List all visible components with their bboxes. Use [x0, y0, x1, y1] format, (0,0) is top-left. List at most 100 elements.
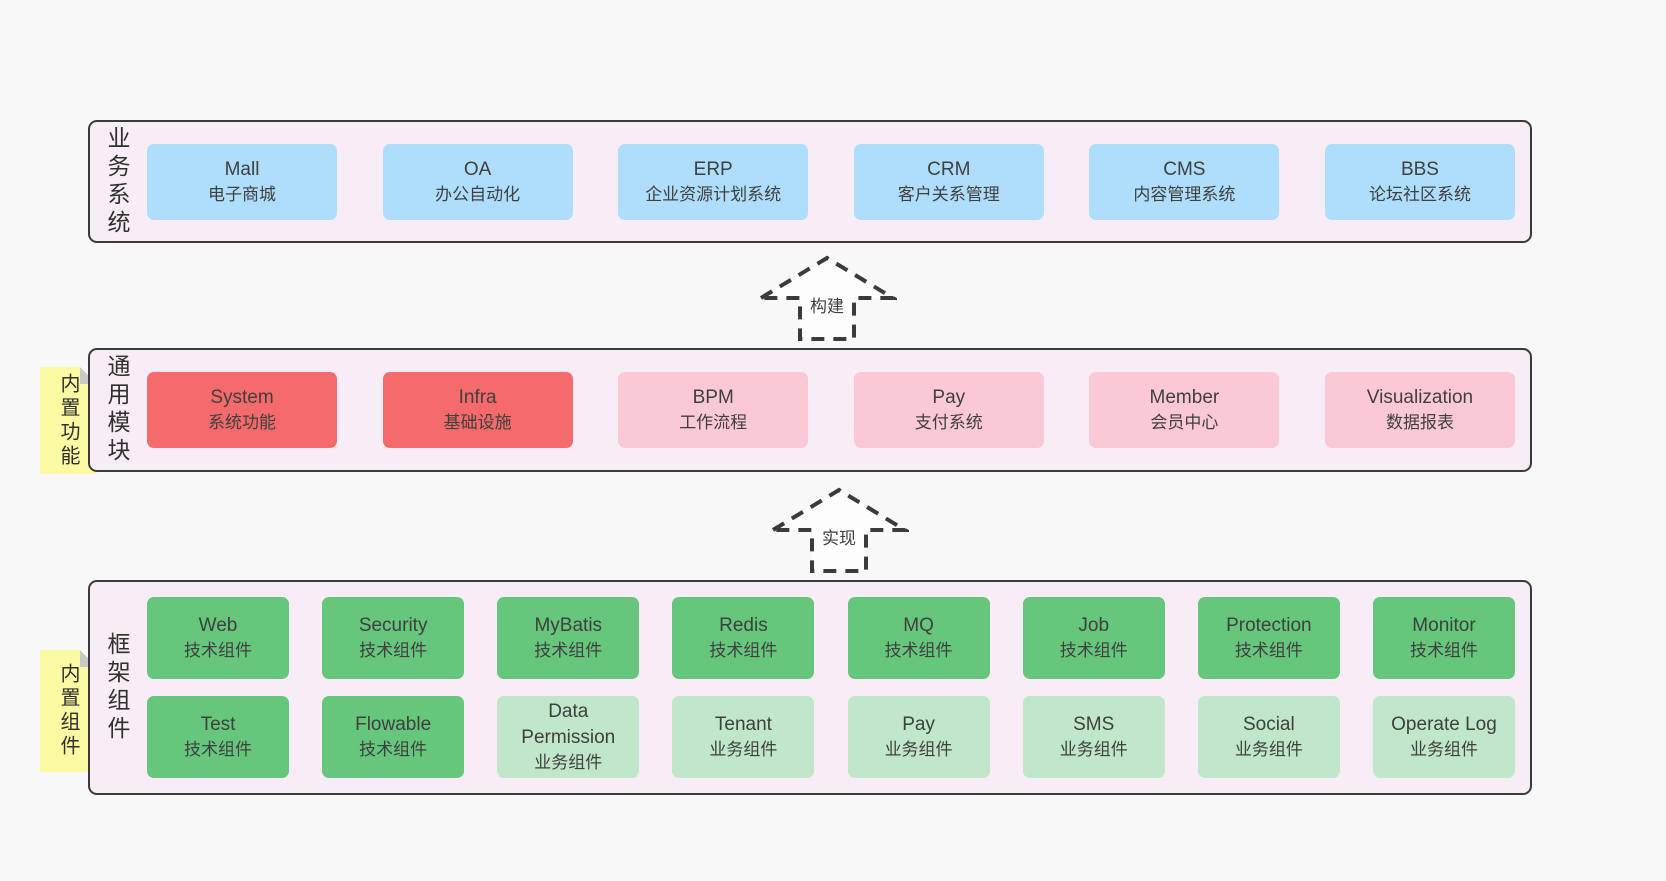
box-name-text: Data Permission — [521, 701, 616, 748]
box-desc-text: 业务组件 — [1059, 740, 1128, 759]
box-desc-text: 技术组件 — [184, 740, 252, 759]
box-desc-text: 技术组件 — [359, 740, 428, 759]
box-desc-text: 业务组件 — [534, 753, 603, 772]
box-cms: CMS 内容管理系统 — [1089, 143, 1280, 220]
box-infra: Infra 基础设施 — [382, 372, 573, 448]
box-desc-text: 业务组件 — [1234, 740, 1303, 759]
box-oa: OA 办公自动化 — [382, 143, 573, 220]
box-desc-text: 技术组件 — [884, 641, 953, 660]
section-common-modules: 通用模块 System 系统功能 Infra 基础设施 BPM 工作流程 Pay… — [88, 348, 1532, 472]
box-social: Social 业务组件 — [1197, 696, 1340, 778]
box-redis: Redis 技术组件 — [672, 597, 815, 679]
sticky-note-builtin-features: 内置功能 — [40, 367, 97, 474]
box-desc-text: 技术组件 — [1409, 641, 1478, 660]
box-name-text: Operate Log — [1391, 714, 1497, 735]
box-name-text: CMS — [1163, 158, 1206, 180]
box-name-text: Test — [200, 714, 236, 735]
box-pay-component: Pay 业务组件 — [847, 696, 990, 778]
box-name-text: Redis — [719, 615, 768, 636]
box-job: Job 技术组件 — [1022, 597, 1165, 679]
box-member: Member 会员中心 — [1089, 372, 1280, 448]
box-mall: Mall 电子商城 — [147, 143, 337, 220]
box-desc-text: 系统功能 — [208, 413, 276, 432]
box-desc-text: 业务组件 — [709, 740, 778, 759]
section-label-common-modules: 通用模块 — [104, 354, 130, 466]
box-name-text: Protection — [1226, 615, 1312, 636]
box-name-text: BPM — [692, 387, 734, 408]
box-desc-text: 技术组件 — [359, 641, 428, 660]
box-monitor: Monitor 技术组件 — [1372, 597, 1515, 679]
box-bpm: BPM 工作流程 — [618, 372, 809, 448]
box-visualization: Visualization 数据报表 — [1324, 372, 1515, 448]
box-test: Test 技术组件 — [147, 696, 289, 778]
box-name-text: Flowable — [355, 714, 432, 735]
box-mybatis: MyBatis 技术组件 — [497, 597, 640, 679]
box-desc-text: 支付系统 — [914, 413, 983, 432]
box-desc-text: 办公自动化 — [435, 184, 521, 204]
box-desc-text: 内容管理系统 — [1133, 184, 1236, 204]
box-desc-text: 技术组件 — [184, 641, 252, 660]
box-system: System 系统功能 — [147, 372, 337, 448]
box-name-text: Mall — [224, 158, 260, 180]
box-desc-text: 工作流程 — [679, 413, 748, 432]
box-desc-text: 技术组件 — [534, 641, 603, 660]
box-name-text: SMS — [1073, 714, 1115, 735]
box-name-text: Monitor — [1412, 615, 1476, 636]
box-desc-text: 技术组件 — [1059, 641, 1128, 660]
box-desc-text: 业务组件 — [1409, 740, 1478, 759]
box-tenant: Tenant 业务组件 — [672, 696, 815, 778]
box-data-permission: Data Permission 业务组件 — [497, 696, 640, 778]
box-name-text: CRM — [927, 158, 971, 180]
implement-arrow-label: 实现 — [819, 527, 859, 550]
box-name-text: OA — [463, 158, 492, 180]
box-name-text: Security — [358, 615, 428, 636]
common-modules-row: System 系统功能 Infra 基础设施 BPM 工作流程 Pay 支付系统… — [147, 350, 1515, 470]
business-systems-row: Mall 电子商城 OA 办公自动化 ERP 企业资源计划系统 CRM 客户关系… — [147, 122, 1515, 241]
box-name-text: Pay — [932, 387, 966, 408]
implement-arrow: 实现 — [769, 486, 909, 576]
box-name-text: ERP — [693, 158, 733, 180]
box-bbs: BBS 论坛社区系统 — [1324, 143, 1515, 220]
box-sms: SMS 业务组件 — [1022, 696, 1165, 778]
box-pay-system: Pay 支付系统 — [853, 372, 1044, 448]
box-operate-log: Operate Log 业务组件 — [1372, 696, 1515, 778]
box-name-text: MyBatis — [534, 615, 603, 636]
box-name-text: Job — [1078, 615, 1110, 636]
box-desc-text: 基础设施 — [443, 413, 512, 432]
box-web: Web 技术组件 — [147, 597, 289, 679]
box-desc-text: 会员中心 — [1150, 413, 1219, 432]
box-desc-text: 客户关系管理 — [897, 184, 1000, 204]
box-name-text: MQ — [903, 615, 934, 636]
box-name-text: BBS — [1400, 158, 1439, 180]
build-arrow: 构建 — [757, 254, 897, 344]
box-name-text: Tenant — [714, 714, 772, 735]
sticky-note-builtin-components: 内置组件 — [40, 650, 97, 772]
framework-row-1: Web 技术组件 Security 技术组件 MyBatis 技术组件 Redi… — [147, 597, 1515, 679]
box-desc-text: 论坛社区系统 — [1368, 184, 1471, 204]
box-desc-text: 企业资源计划系统 — [645, 184, 782, 204]
box-desc-text: 业务组件 — [884, 740, 953, 759]
box-name-text: Web — [198, 615, 238, 636]
build-arrow-label: 构建 — [807, 295, 847, 318]
box-erp: ERP 企业资源计划系统 — [618, 143, 809, 220]
box-desc-text: 电子商城 — [208, 184, 276, 204]
box-name-text: System — [210, 387, 274, 408]
framework-components-rows: Web 技术组件 Security 技术组件 MyBatis 技术组件 Redi… — [147, 582, 1515, 793]
box-name-text: Visualization — [1366, 387, 1474, 408]
box-name-text: Pay — [902, 714, 935, 735]
box-name-text: Member — [1149, 387, 1220, 408]
box-desc-text: 技术组件 — [709, 641, 778, 660]
section-framework-components: 框架组件 Web 技术组件 Security 技术组件 MyBatis 技术组件… — [88, 580, 1532, 795]
section-business-systems: 业务系统 Mall 电子商城 OA 办公自动化 ERP 企业资源计划系统 CRM… — [88, 120, 1532, 243]
box-flowable: Flowable 技术组件 — [322, 696, 465, 778]
box-desc-text: 技术组件 — [1234, 641, 1303, 660]
box-name-text: Infra — [458, 387, 497, 408]
box-security: Security 技术组件 — [322, 597, 465, 679]
box-crm: CRM 客户关系管理 — [853, 143, 1044, 220]
box-desc-text: 数据报表 — [1385, 413, 1454, 432]
box-protection: Protection 技术组件 — [1197, 597, 1340, 679]
framework-row-2: Test 技术组件 Flowable 技术组件 Data Permission … — [147, 696, 1515, 778]
box-mq: MQ 技术组件 — [847, 597, 990, 679]
section-label-business-systems: 业务系统 — [104, 125, 130, 238]
